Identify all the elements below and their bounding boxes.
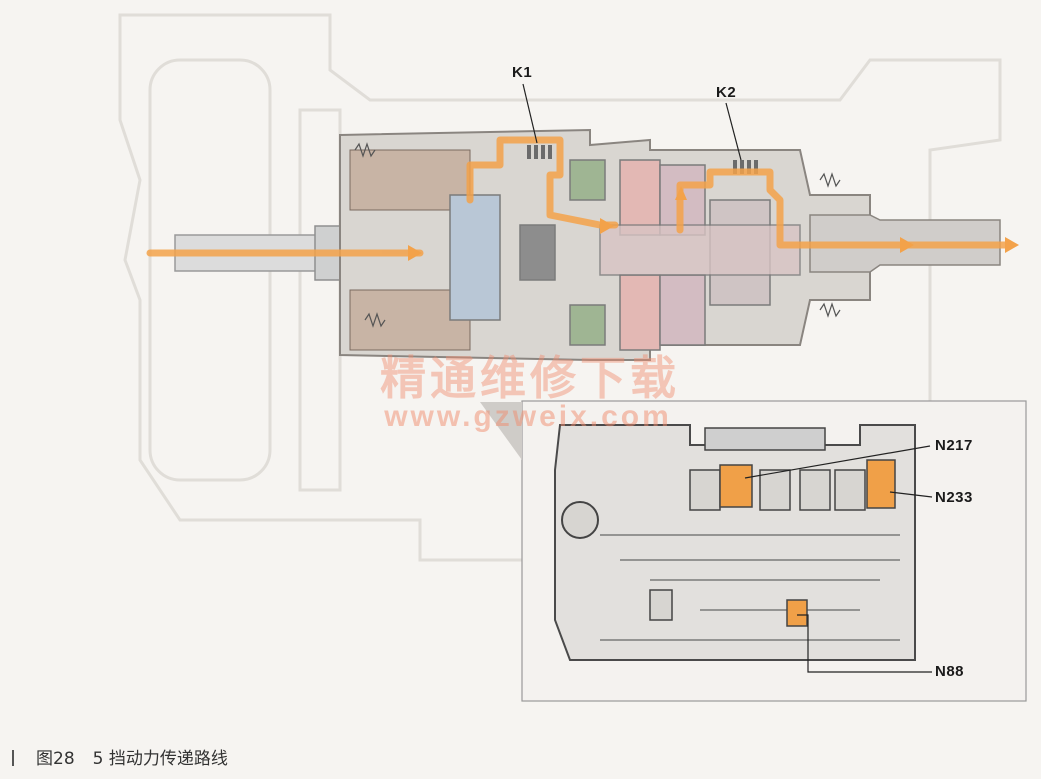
figure-caption: 图28 5 挡动力传递路线 <box>12 744 228 769</box>
label-n217: N217 <box>935 437 973 454</box>
accumulator <box>561 501 599 539</box>
hub-1 <box>519 224 556 281</box>
clutch-k1 <box>527 145 552 159</box>
watermark-url: www.gzweix.com <box>384 400 672 433</box>
valve-body-inset <box>480 400 1027 702</box>
caption-bar <box>12 750 14 766</box>
label-n233: N233 <box>935 489 973 506</box>
figure-number: 图28 <box>36 749 75 769</box>
solenoid-n217 <box>719 464 753 508</box>
intermediate-shaft <box>599 224 801 276</box>
sun-gear-1 <box>449 194 501 321</box>
valve-spool <box>704 427 826 451</box>
planet-gear-1-upper <box>619 159 661 236</box>
clutch-green-lower <box>569 304 606 346</box>
caption-text: 5 挡动力传递路线 <box>92 749 228 769</box>
leader-lines <box>522 83 742 161</box>
watermark-title: 精通维修下载 <box>380 351 680 405</box>
gear-sets <box>449 159 801 351</box>
inset-leader-lines <box>744 445 933 673</box>
power-flow-path <box>146 136 1009 257</box>
label-k2: K2 <box>716 84 737 101</box>
solenoid-n233 <box>866 459 896 509</box>
flow-arrows <box>408 186 1019 261</box>
label-n88: N88 <box>935 663 965 680</box>
clutch-k2 <box>733 160 758 174</box>
return-springs <box>354 142 841 328</box>
planet-gear-2-lower <box>659 274 706 346</box>
clutch-green-upper <box>569 159 606 201</box>
label-k1: K1 <box>512 64 533 81</box>
planet-gear-1-lower <box>619 274 661 351</box>
solenoid-n88 <box>786 599 808 627</box>
